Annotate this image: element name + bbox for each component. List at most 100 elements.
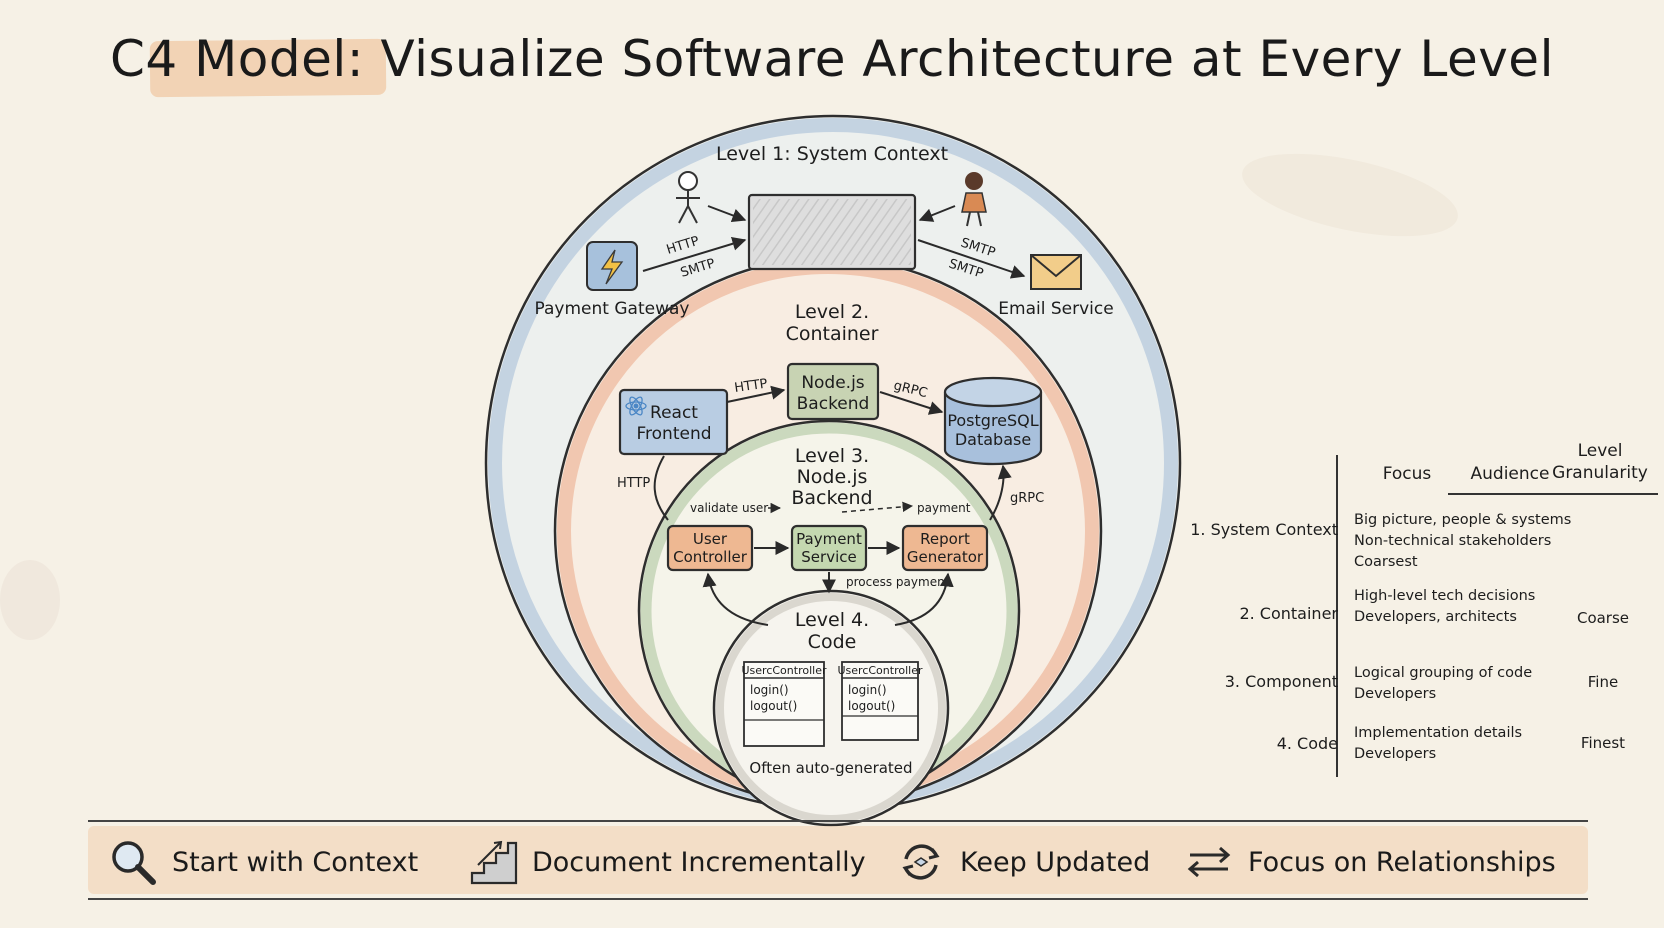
best-practices-band: Start with Context Document Incrementall… (88, 820, 1588, 900)
payment-gateway-icon (586, 241, 638, 291)
components-to-database-edge (989, 464, 1012, 521)
software-system-box (747, 193, 917, 271)
edge-label-validate-user: validate user (690, 501, 768, 515)
user-controller-box: User Controller (666, 524, 754, 572)
table-cell-granularity: Fine (1587, 673, 1619, 691)
postgresql-label: PostgreSQL (947, 411, 1038, 430)
report-generator-box: Report Generator (901, 524, 989, 572)
user-controller-label: User (693, 530, 728, 548)
class-name: UsercController (838, 664, 923, 677)
postgresql-label: Database (955, 430, 1031, 449)
report-generator-label: Generator (907, 548, 984, 566)
table-cell-focus: Implementation details (1354, 725, 1523, 741)
table-cell-audience: Developers (1354, 746, 1437, 762)
nodejs-backend-label: Backend (797, 394, 870, 414)
level3-label: Level 3. (795, 445, 869, 467)
edge-label-process-payment: process payment (846, 575, 950, 589)
table-cell-focus: Logical grouping of code (1354, 665, 1533, 681)
auto-generated-note: Often auto-generated (749, 759, 912, 777)
payment-service-box: Payment Service (790, 524, 868, 572)
class-name: UsercController (742, 664, 827, 677)
payment-gateway-label: Payment Gateway (535, 299, 690, 319)
frontend-to-components-edge (653, 455, 669, 521)
band-rule (88, 898, 1588, 900)
edge-label-http: HTTP (733, 376, 768, 396)
table-header-audience: Audience (1470, 464, 1550, 484)
user-to-system-arrow (918, 205, 956, 222)
frontend-to-backend-arrow (726, 385, 786, 403)
table-cell-focus: Big picture, people & systems (1354, 512, 1572, 528)
magnifier-icon (108, 837, 158, 887)
practice-keep-updated: Keep Updated (896, 840, 1150, 884)
edge-label-http: HTTP (617, 476, 650, 491)
backend-to-database-arrow (879, 391, 944, 415)
react-frontend-box: React Frontend (618, 388, 729, 456)
table-cell-focus: High-level tech decisions (1354, 588, 1536, 604)
band-highlight (88, 826, 1588, 894)
code-to-controller-curve (702, 572, 769, 626)
edge-label-grpc: gRPC (1010, 491, 1044, 506)
user-to-system-arrow (707, 205, 747, 223)
nodejs-backend-label: Node.js (801, 373, 864, 393)
payment-service-label: Payment (796, 530, 862, 548)
practice-label: Start with Context (172, 846, 419, 878)
table-header-granularity: Level Granularity (1552, 441, 1648, 483)
practice-label: Keep Updated (960, 846, 1151, 878)
table-row-level: 4. Code (1276, 734, 1338, 753)
levels-summary-table: Focus Audience Level Granularity 1. Syst… (1190, 440, 1660, 780)
system-to-email-arrow (917, 239, 1026, 279)
email-service-label: Email Service (998, 299, 1113, 319)
table-row-level: 3. Component (1224, 672, 1338, 691)
table-cell-audience: Non-technical stakeholders (1354, 533, 1552, 549)
band-rule (88, 820, 1588, 822)
practice-focus-on-relationships: Focus on Relationships (1184, 840, 1556, 884)
gateway-to-system-arrow (642, 236, 747, 272)
bidirectional-arrows-icon (1184, 837, 1234, 887)
email-icon (1030, 254, 1082, 290)
user-controller-label: Controller (673, 548, 748, 566)
table-row-level: 1. System Context (1190, 520, 1338, 539)
page-title: C4 Model: Visualize Software Architectur… (110, 30, 1554, 88)
level2-label: Container (786, 323, 879, 345)
payment-dashed-arrow (841, 501, 914, 513)
stairs-icon (468, 837, 518, 887)
table-cell-granularity: Coarsest (1354, 554, 1418, 570)
class-method: login() (750, 683, 789, 697)
class-method: logout() (750, 699, 797, 713)
table-cell-audience: Developers, architects (1354, 609, 1517, 625)
level4-label: Code (808, 631, 857, 653)
code-to-report-curve (894, 572, 954, 626)
payment-service-label: Service (801, 548, 856, 566)
table-divider (1336, 455, 1338, 777)
postgresql-database-cylinder: PostgreSQL Database (943, 376, 1043, 466)
table-header-focus: Focus (1382, 464, 1432, 484)
class-box: UsercController login() logout() (742, 661, 827, 747)
person-icon (676, 171, 700, 224)
refresh-icon (896, 837, 946, 887)
table-row-level: 2. Container (1239, 604, 1338, 623)
level3-label: Backend (791, 487, 872, 509)
edge-label-payment: payment (917, 501, 971, 515)
class-method: logout() (848, 699, 895, 713)
nodejs-backend-box: Node.js Backend (786, 362, 880, 421)
title-bar: C4 Model: Visualize Software Architectur… (0, 30, 1664, 88)
level2-label: Level 2. (795, 301, 869, 323)
level3-label: Node.js (797, 466, 868, 488)
header-underline (1448, 493, 1658, 495)
practice-start-with-context: Start with Context (108, 837, 419, 887)
practice-label: Document Incrementally (532, 846, 866, 878)
table-cell-granularity: Coarse (1576, 609, 1630, 627)
level1-label: Level 1: System Context (716, 143, 948, 165)
class-method: login() (848, 683, 887, 697)
table-cell-audience: Developers (1354, 686, 1437, 702)
react-frontend-label: Frontend (636, 424, 711, 444)
person-icon (961, 172, 987, 227)
table-cell-granularity: Finest (1580, 734, 1626, 752)
practice-document-incrementally: Document Incrementally (468, 837, 866, 887)
level4-label: Level 4. (795, 609, 869, 631)
report-generator-label: Report (920, 530, 970, 548)
practice-label: Focus on Relationships (1248, 846, 1556, 878)
react-frontend-label: React (650, 403, 698, 423)
class-box: UsercController login() logout() (838, 661, 923, 741)
